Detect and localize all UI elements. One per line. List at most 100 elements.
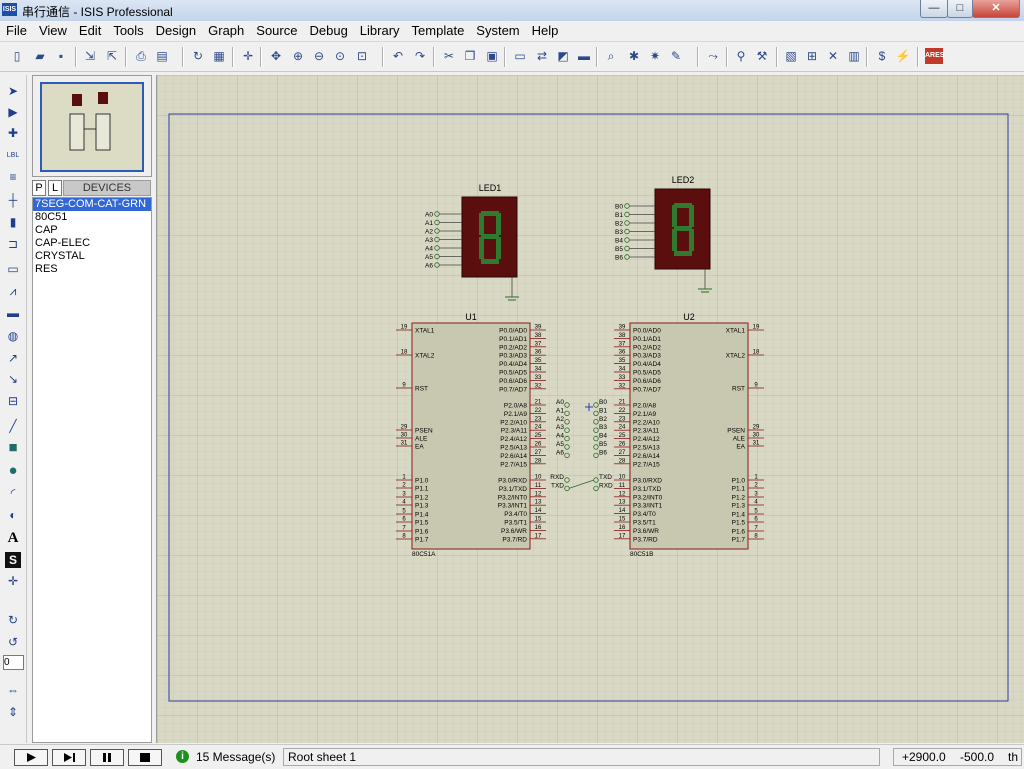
device-pins-icon[interactable]: ▭ <box>7 262 19 276</box>
current-probe-icon[interactable]: ↘ <box>7 372 19 386</box>
device-item[interactable]: RES <box>35 263 58 275</box>
new-sheet-icon[interactable]: ▧ <box>785 49 797 63</box>
terminals-icon[interactable]: ⊐ <box>7 237 19 251</box>
message-count[interactable]: 15 Message(s) <box>196 750 276 764</box>
refresh-icon[interactable]: ↻ <box>192 49 204 63</box>
u2-body[interactable] <box>629 322 749 550</box>
u1-body[interactable] <box>411 322 531 550</box>
wire-label-icon[interactable]: LBL <box>6 152 20 159</box>
block-move-icon[interactable]: ⇄ <box>536 49 548 63</box>
goto-sheet-icon[interactable]: ✕ <box>827 49 839 63</box>
selection-mode-icon[interactable]: ➤ <box>7 84 19 98</box>
remove-sheet-icon[interactable]: ⊞ <box>806 49 818 63</box>
device-item[interactable]: 7SEG-COM-CAT-GRN <box>33 198 151 211</box>
bom-icon[interactable]: $ <box>878 49 886 63</box>
menu-template[interactable]: Template <box>411 23 465 38</box>
text-script-icon[interactable]: ≡ <box>9 170 17 184</box>
menu-edit[interactable]: Edit <box>78 23 102 38</box>
close-button[interactable]: ✕ <box>972 0 1020 18</box>
circle-icon[interactable]: ● <box>8 462 18 479</box>
zoom-in-icon[interactable]: ⊕ <box>292 49 304 63</box>
undo-icon[interactable]: ↶ <box>392 49 404 63</box>
box-icon[interactable]: ■ <box>8 439 18 456</box>
import-icon[interactable]: ⇲ <box>84 49 96 63</box>
menu-source[interactable]: Source <box>256 23 298 38</box>
open-folder-icon[interactable]: ▰ <box>35 49 45 63</box>
arc-icon[interactable]: ◜ <box>10 486 16 500</box>
rotation-field[interactable]: 0 <box>3 655 24 670</box>
pan-icon[interactable]: ✥ <box>270 49 282 63</box>
voltage-probe-icon[interactable]: ↗ <box>7 351 19 365</box>
copy-icon[interactable]: ❐ <box>464 49 476 63</box>
pause-button[interactable] <box>90 749 124 766</box>
make-device-icon[interactable]: ✱ <box>628 49 640 63</box>
print-icon[interactable]: ⎙ <box>136 49 146 63</box>
schematic-svg[interactable]: LED1A0A1A2A3A4A5A6LED2B0B1B2B3B4B5B6U180… <box>157 75 1024 743</box>
menu-view[interactable]: View <box>38 23 67 38</box>
block-delete-icon[interactable]: ▬ <box>578 49 590 63</box>
cut-icon[interactable]: ✂ <box>443 49 455 63</box>
grid-icon[interactable]: ▦ <box>213 49 225 63</box>
menu-debug[interactable]: Debug <box>309 23 348 38</box>
design-explorer-icon[interactable]: ▥ <box>848 49 860 63</box>
isis-app-icon[interactable]: ISIS <box>2 3 17 16</box>
buses-icon[interactable]: ┼ <box>8 193 18 207</box>
zoom-area-icon[interactable]: ⊡ <box>356 49 368 63</box>
zoom-all-icon[interactable]: ⊙ <box>334 49 346 63</box>
overview-window[interactable] <box>32 75 152 177</box>
new-file-icon[interactable]: ▯ <box>13 49 21 63</box>
decompose-icon[interactable]: ✎ <box>670 49 682 63</box>
property-assign-icon[interactable]: ⚒ <box>756 49 768 63</box>
line-icon[interactable]: ╱ <box>9 419 17 433</box>
path-icon[interactable]: ◐ <box>9 508 17 522</box>
rotate-ccw-icon[interactable]: ↺ <box>7 635 19 649</box>
pick-devices-button[interactable]: P <box>32 180 46 196</box>
subcircuit-icon[interactable]: ▮ <box>9 215 17 229</box>
origin-icon[interactable]: ✛ <box>242 49 254 63</box>
menu-design[interactable]: Design <box>155 23 197 38</box>
device-item[interactable]: CAP <box>35 224 58 236</box>
menu-tools[interactable]: Tools <box>113 23 144 38</box>
pick-device-icon[interactable]: ⌕ <box>607 49 615 63</box>
virtual-instruments-icon[interactable]: ⊟ <box>7 394 19 408</box>
junction-icon[interactable]: ✚ <box>7 126 19 140</box>
mirror-x-icon[interactable]: ⇔ <box>7 683 19 697</box>
mirror-y-icon[interactable]: ⇕ <box>7 705 19 719</box>
library-manager-button[interactable]: L <box>48 180 62 196</box>
menu-graph[interactable]: Graph <box>208 23 245 38</box>
device-item[interactable]: CRYSTAL <box>35 250 85 262</box>
step-button[interactable] <box>52 749 86 766</box>
menu-library[interactable]: Library <box>359 23 400 38</box>
marker-icon[interactable]: ✛ <box>7 574 19 588</box>
text-icon[interactable]: A <box>7 530 19 546</box>
message-status-icon[interactable]: i <box>176 750 189 763</box>
wire-autorouter-icon[interactable]: ⤳ <box>708 49 718 63</box>
device-item[interactable]: 80C51 <box>35 211 68 223</box>
redo-icon[interactable]: ↷ <box>414 49 426 63</box>
erc-icon[interactable]: ⚡ <box>895 49 911 63</box>
paste-icon[interactable]: ▣ <box>486 49 498 63</box>
graph-mode-icon[interactable]: ⩘ <box>9 284 17 298</box>
tape-recorder-icon[interactable]: ▬ <box>7 306 19 320</box>
menu-file[interactable]: File <box>6 23 27 38</box>
stop-button[interactable] <box>128 749 162 766</box>
save-icon[interactable]: ▪ <box>58 49 64 63</box>
search-icon[interactable]: ⚲ <box>736 49 746 63</box>
generator-icon[interactable]: ◍ <box>7 329 19 343</box>
export-icon[interactable]: ⇱ <box>106 49 118 63</box>
packaging-tool-icon[interactable]: ✷ <box>649 49 661 63</box>
print-area-icon[interactable]: ▤ <box>156 49 168 63</box>
maximize-button[interactable]: □ <box>947 0 973 18</box>
menu-system[interactable]: System <box>476 23 520 38</box>
block-rotate-icon[interactable]: ◩ <box>557 49 569 63</box>
device-item[interactable]: CAP-ELEC <box>35 237 91 249</box>
ares-icon[interactable]: ARES <box>925 48 944 64</box>
minimize-button[interactable]: — <box>920 0 948 18</box>
zoom-out-icon[interactable]: ⊖ <box>313 49 325 63</box>
menu-help[interactable]: Help <box>531 23 559 38</box>
rotate-cw-icon[interactable]: ↻ <box>7 613 19 627</box>
play-button[interactable] <box>14 749 48 766</box>
component-mode-icon[interactable]: ▶ <box>8 105 18 119</box>
